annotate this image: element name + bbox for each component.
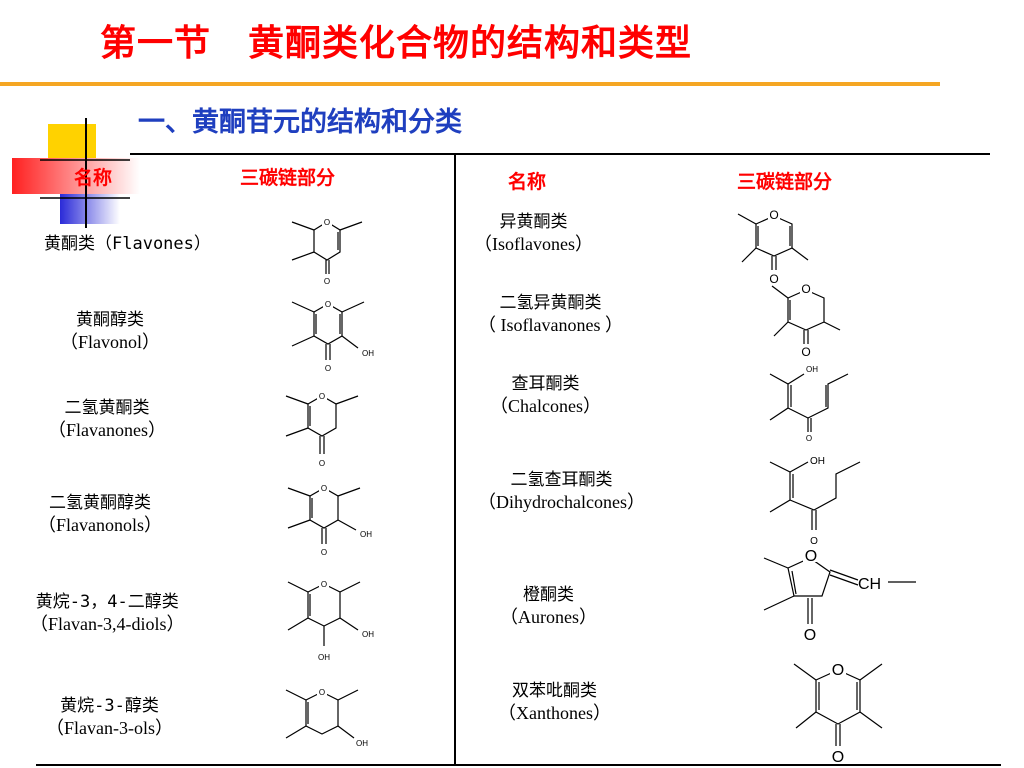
page-title: 第一节 黄酮类化合物的结构和类型 — [100, 23, 693, 64]
compound-name-en: （Flavan-3,4-diols） — [30, 614, 185, 634]
atom-label: OH — [810, 456, 825, 467]
compound-name-zh: 黄烷-3-醇类 — [60, 696, 159, 716]
atom-label: O — [324, 277, 330, 286]
structure-dihydrochalcones: OH O — [769, 456, 861, 547]
compound-name-en: （Xanthones） — [498, 703, 611, 723]
structure-isoflavanones: O O — [771, 282, 841, 359]
atom-label: O — [769, 272, 778, 286]
atom-label: O — [810, 536, 818, 547]
structure-isoflavones: O O — [737, 208, 809, 286]
right-item-dihydrochalcones: 二氢查耳酮类 （Dihydrochalcones） — [478, 469, 645, 513]
right-item-xanthones: 双苯吡酮类 （Xanthones） — [498, 680, 611, 724]
atom-label: OH — [318, 653, 330, 662]
structure-flavanones: O O — [285, 391, 359, 468]
compound-name-en: （ Isoflavanones ） — [478, 315, 623, 335]
decorative-squares — [12, 118, 140, 228]
atom-label: O — [769, 208, 778, 222]
structure-flavan-diols: O OH OH — [287, 579, 374, 662]
atom-label: O — [832, 662, 844, 679]
section-subtitle: 一、黄酮苷元的结构和分类 — [138, 107, 462, 138]
structure-aurones: O CH O — [763, 546, 916, 644]
left-item-flavan-ols: 黄烷-3-醇类 （Flavan-3-ols） — [46, 695, 173, 739]
header-chain-right: 三碳链部分 — [737, 171, 833, 193]
structure-flavones: O O — [291, 217, 363, 286]
atom-label: CH — [858, 576, 881, 593]
atom-label: OH — [806, 365, 818, 374]
atom-label: O — [801, 282, 810, 296]
title-underline — [0, 82, 940, 86]
atom-label: O — [321, 484, 327, 493]
atom-label: O — [321, 580, 327, 589]
atom-label: O — [832, 749, 844, 766]
atom-label: O — [325, 364, 331, 373]
compound-name-en: （Chalcones） — [490, 396, 601, 416]
table-top-rule — [130, 153, 990, 155]
left-item-flavanonols: 二氢黄酮醇类 （Flavanonols） — [38, 492, 162, 536]
compound-name-en: （Isoflavones） — [474, 234, 593, 254]
atom-label: O — [805, 548, 817, 565]
header-name-right: 名称 — [508, 171, 547, 193]
atom-label: O — [324, 218, 330, 227]
table-bottom-rule — [36, 764, 1001, 766]
compound-name-zh: 黄烷-3，4-二醇类 — [35, 592, 179, 612]
header-chain-left: 三碳链部分 — [240, 167, 336, 189]
compound-name-en: （Flavanonols） — [38, 515, 162, 535]
compound-name-zh: 黄酮类（Flavones） — [44, 234, 211, 254]
atom-label: OH — [360, 530, 372, 539]
compound-name-en: （Dihydrochalcones） — [478, 492, 645, 512]
atom-label: O — [319, 392, 325, 401]
atom-label: O — [801, 345, 810, 359]
atom-label: O — [319, 459, 325, 468]
left-item-flavones: 黄酮类（Flavones） — [44, 233, 211, 255]
structure-chalcones: OH O — [769, 365, 849, 443]
compound-name-zh: 二氢黄酮醇类 — [49, 493, 151, 513]
compound-name-zh: 二氢异黄酮类 — [499, 293, 602, 313]
structure-xanthones: O O — [793, 660, 883, 766]
atom-label: O — [321, 548, 327, 557]
compound-name-zh: 二氢查耳酮类 — [510, 470, 613, 490]
left-item-flavan-diols: 黄烷-3，4-二醇类 （Flavan-3,4-diols） — [30, 591, 185, 635]
compound-name-zh: 查耳酮类 — [511, 374, 580, 394]
compound-name-en: （Flavan-3-ols） — [46, 718, 173, 738]
structure-flavan-ols: O OH — [285, 687, 368, 748]
right-item-isoflavanones: 二氢异黄酮类 （ Isoflavanones ） — [478, 292, 623, 336]
compound-name-zh: 异黄酮类 — [499, 212, 568, 232]
compound-name-zh: 橙酮类 — [523, 585, 574, 605]
atom-label: OH — [362, 349, 374, 358]
atom-label: O — [319, 688, 325, 697]
compound-name-zh: 二氢黄酮类 — [64, 398, 150, 418]
compound-name-zh: 黄酮醇类 — [76, 310, 144, 330]
atom-label: O — [804, 627, 816, 644]
compound-name-en: （Flavonol） — [60, 332, 161, 352]
header-name-left: 名称 — [74, 167, 113, 189]
table-column-divider — [454, 153, 456, 766]
right-item-isoflavones: 异黄酮类 （Isoflavones） — [474, 211, 593, 255]
compound-name-en: （Flavanones） — [48, 420, 166, 440]
compound-name-en: （Aurones） — [500, 607, 597, 627]
atom-label: OH — [356, 739, 368, 748]
atom-label: OH — [362, 630, 374, 639]
structure-flavonol: O O OH — [291, 299, 374, 373]
right-item-aurones: 橙酮类 （Aurones） — [500, 584, 597, 628]
left-item-flavonol: 黄酮醇类 （Flavonol） — [60, 309, 160, 353]
right-item-chalcones: 查耳酮类 （Chalcones） — [490, 373, 601, 417]
structure-flavanonols: O O OH — [287, 483, 372, 557]
left-item-flavanones: 二氢黄酮类 （Flavanones） — [48, 397, 166, 441]
compound-name-zh: 双苯吡酮类 — [511, 681, 597, 701]
atom-label: O — [325, 300, 331, 309]
atom-label: O — [806, 434, 812, 443]
